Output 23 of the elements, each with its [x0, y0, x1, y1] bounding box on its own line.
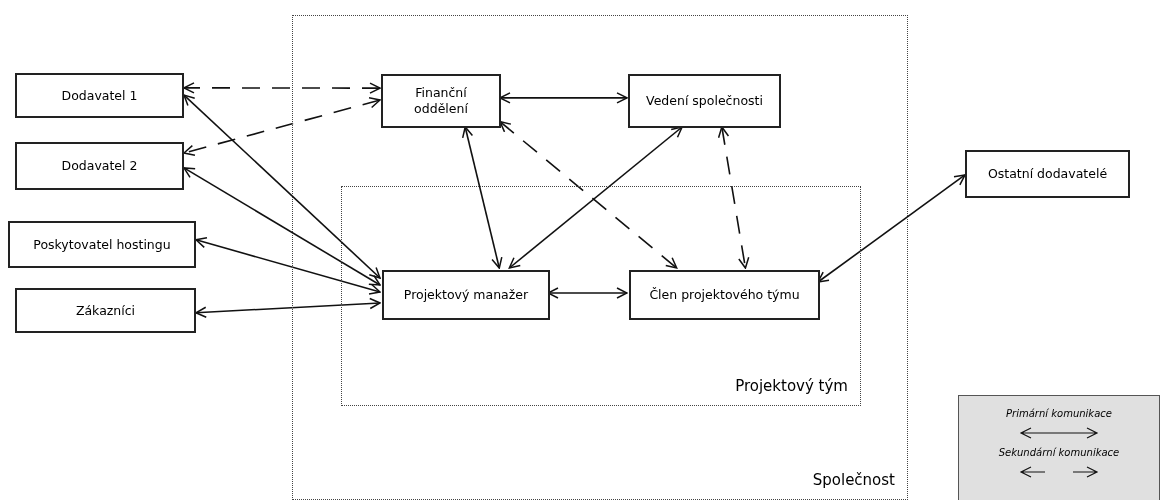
entity-box: Ostatní dodavatelé: [965, 150, 1130, 198]
group-title: Projektový tým: [735, 375, 848, 397]
entity-box: Projektový manažer: [382, 270, 550, 320]
group-boundary: [292, 15, 908, 500]
entity-box: Finanční oddělení: [381, 74, 501, 128]
entity-box: Dodavatel 1: [15, 73, 184, 118]
group-boundary: [341, 186, 861, 406]
entity-box: Dodavatel 2: [15, 142, 184, 190]
group-title: Společnost: [812, 469, 895, 491]
dashed-arrow: [183, 82, 381, 94]
entity-box: Vedení společnosti: [628, 74, 781, 128]
arrow: [183, 94, 381, 279]
arrow: [195, 297, 381, 318]
entity-box: Zákazníci: [15, 288, 196, 333]
arrow: [195, 236, 381, 295]
legend-label: Primární komunikace: [1006, 407, 1112, 421]
dashed-arrow: [183, 97, 381, 156]
arrow: [183, 167, 381, 286]
legend-label: Sekundární komunikace: [998, 446, 1120, 460]
arrow: [461, 126, 503, 269]
entity-box: Poskytovatel hostingu: [8, 221, 196, 268]
dashed-arrow: [717, 126, 750, 269]
entity-box: Člen projektového týmu: [629, 270, 820, 320]
